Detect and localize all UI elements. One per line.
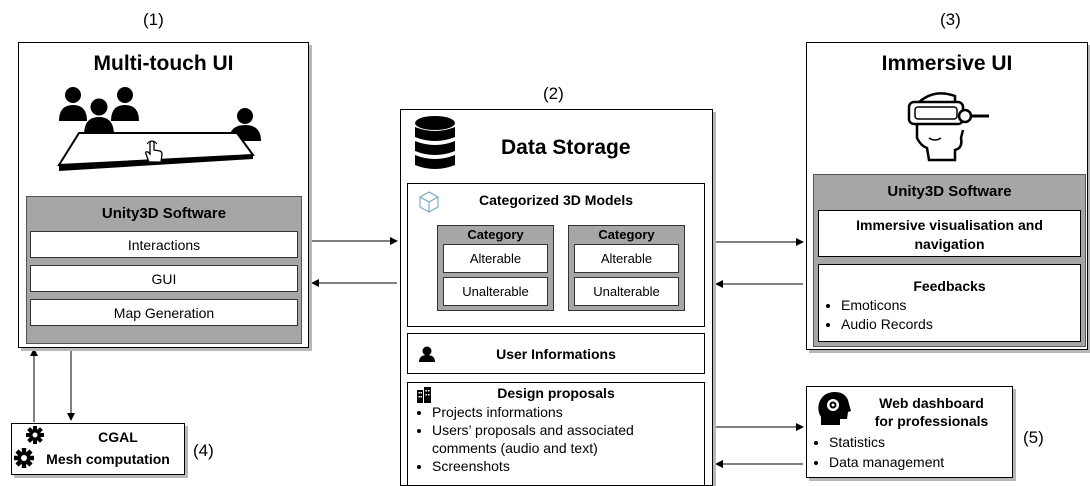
feedback-item: Audio Records [841,315,933,334]
dashboard-item: Statistics [829,432,944,452]
unity-software-title-3: Unity3D Software [887,183,1012,200]
dashboard-title: Web dashboard [879,395,984,411]
unity-software-title-1: Unity3D Software [101,205,227,222]
categorized-models-title: Categorized 3D Models [478,192,634,208]
design-proposals-panel: Design proposals Projects informations U… [407,382,705,486]
design-proposals-title: Design proposals [497,385,615,401]
design-proposals-list: Projects informations Users’ proposals a… [414,403,702,475]
feedbacks-box: Feedbacks Emoticons Audio Records [818,264,1081,342]
web-dashboard-panel: Web dashboard for professionals Statisti… [806,386,1013,478]
map-generation-module: Map Generation [30,299,298,326]
cgal-panel: CGAL Mesh computation [11,423,185,475]
label-2: (2) [543,84,564,103]
touch-table-icon [57,132,255,171]
feedback-item: Emoticons [841,296,933,315]
feedbacks-title: Feedbacks [913,278,986,294]
feedbacks-list: Emoticons Audio Records [823,296,933,334]
category-2-alterable: Alterable [574,244,679,273]
category-1-unalterable: Unalterable [443,277,548,306]
user-informations-panel: User Informations [407,333,705,374]
interactions-module: Interactions [30,231,298,258]
gui-module: GUI [30,265,298,292]
label-3: (3) [940,10,961,29]
label-5: (5) [1023,428,1044,447]
gear-icon [14,448,34,468]
dashboard-item: Data management [829,452,944,472]
cube-icon [419,191,439,213]
users-group-icon [59,87,139,135]
data-storage-panel: Data Storage Categorized 3D Models Categ… [400,109,713,486]
category-1-alterable: Alterable [443,244,548,273]
unity-software-panel-1: Unity3D Software Interactions GUI Map Ge… [26,196,302,344]
immersive-visualisation-box: Immersive visualisation and navigation [818,210,1081,257]
touch-hand-icon [145,140,163,163]
immersive-ui-panel: Immersive UI Unity3D Software Immersive … [806,42,1088,350]
immersive-visualisation-label: Immersive visualisation and navigation [856,217,1043,252]
label-4: (4) [193,441,214,460]
design-item: Screenshots [432,457,702,475]
category-box-2: Category Alterable Unalterable [568,225,685,311]
vr-headset-icon [907,92,989,162]
categorized-models-panel: Categorized 3D Models Category Alterable… [407,183,705,327]
category-header-2: Category [598,227,655,242]
label-1: (1) [143,10,164,29]
unity-software-panel-3: Unity3D Software Immersive visualisation… [813,174,1086,347]
category-2-unalterable: Unalterable [574,277,679,306]
design-item: Users’ proposals and associated comments… [432,421,702,457]
multitouch-title: Multi-touch UI [93,52,234,75]
dashboard-list: Statistics Data management [811,432,944,472]
cgal-subtitle: Mesh computation [46,451,170,467]
immersive-title: Immersive UI [881,52,1013,75]
dashboard-subtitle: for professionals [874,413,989,429]
data-storage-title: Data Storage [501,136,631,159]
multitouch-ui-panel: Multi-touch UI Unity3D Software Interact… [18,42,309,348]
gear-icon [26,426,44,444]
category-header-1: Category [467,227,524,242]
professional-head-gear-icon [818,392,851,425]
cgal-title: CGAL [98,429,138,445]
user-informations-label: User Informations [496,346,616,362]
user-info-icon [419,346,435,362]
database-icon [415,116,455,169]
building-icon [417,387,431,403]
design-item: Projects informations [432,403,702,421]
category-box-1: Category Alterable Unalterable [437,225,554,311]
